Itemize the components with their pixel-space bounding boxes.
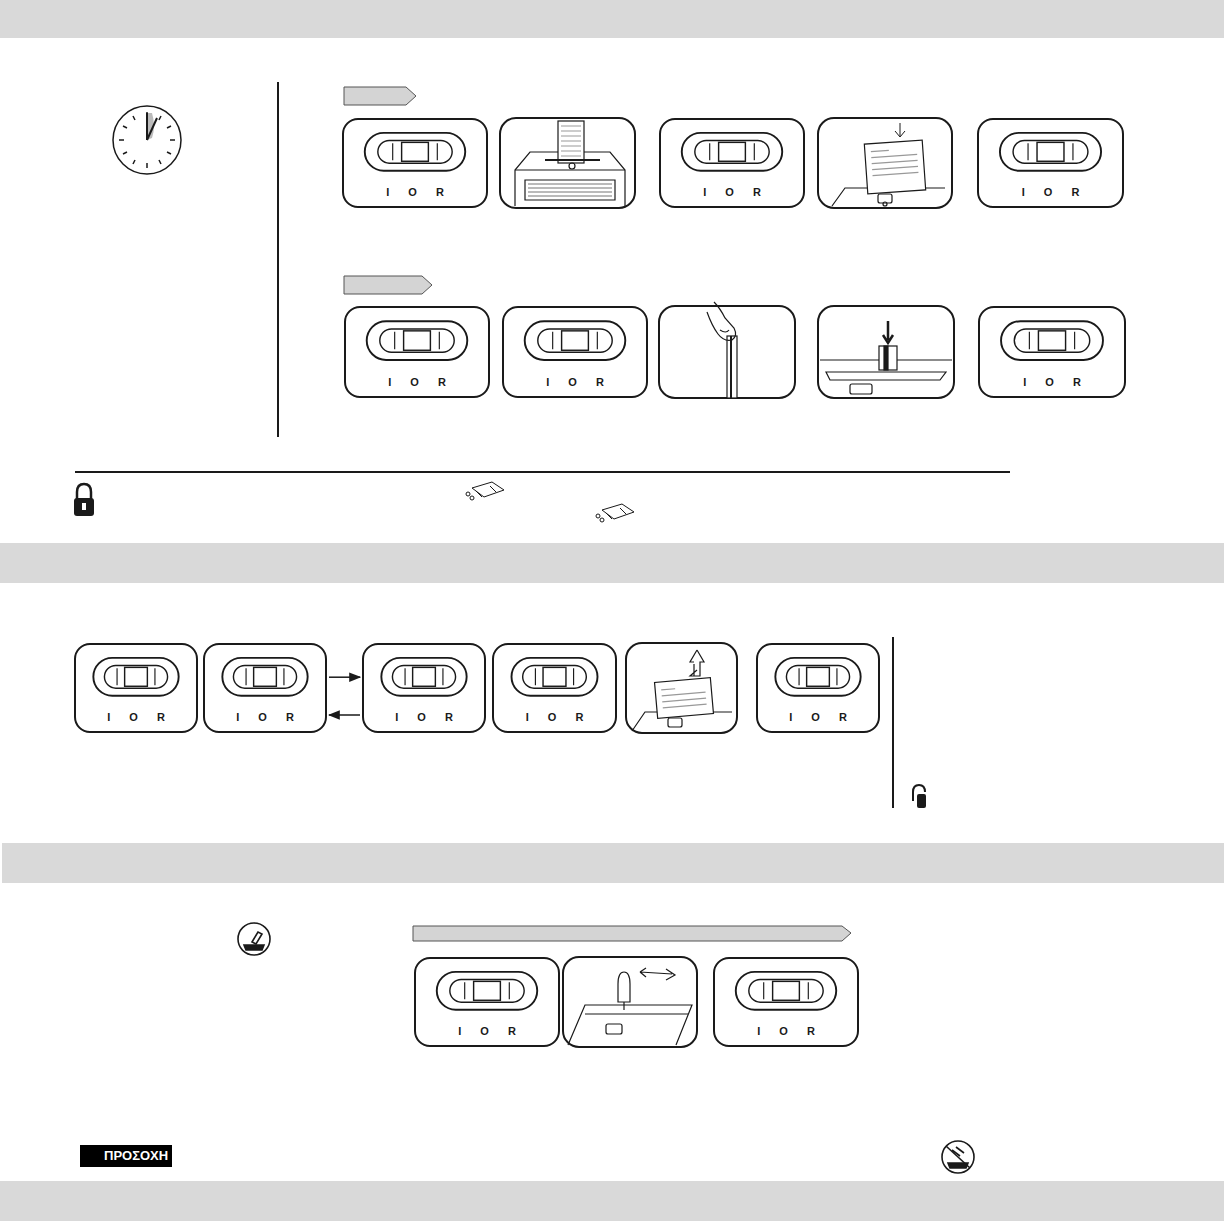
switch-label: I O R [980, 376, 1124, 388]
switch-box: I O R [659, 118, 805, 208]
switch-box: I O R [978, 306, 1126, 398]
divider [277, 82, 279, 437]
prohibit-icon [942, 1141, 974, 1173]
shredder-illustration [515, 121, 625, 206]
switch-box: I O R [344, 306, 490, 398]
switch-box: I O R [492, 643, 617, 733]
switch-label: I O R [758, 711, 878, 723]
switch-box: I O R [342, 118, 488, 208]
paper-feed-illustration [832, 123, 945, 206]
clock-icon [113, 106, 181, 174]
switch-box: I O R [362, 643, 486, 733]
switch-label: I O R [504, 376, 646, 388]
picture-panel [500, 118, 954, 1047]
switch-label: I O R [979, 186, 1122, 198]
switch-label: I O R [205, 711, 325, 723]
paper-remove-illustration [632, 650, 732, 731]
switch-label: I O R [416, 1025, 558, 1037]
hand-card-illustration [707, 302, 737, 398]
step-tab [344, 87, 851, 941]
switch-box: I O R [203, 643, 327, 733]
switch-label: I O R [661, 186, 803, 198]
oil-illustration [568, 968, 692, 1045]
switch-label: I O R [346, 376, 488, 388]
switch-label: I O R [494, 711, 615, 723]
switch-box: I O R [713, 957, 859, 1047]
warning-label: ΠΡΟΣΟΧΗ [80, 1145, 172, 1167]
rule-line [75, 471, 1010, 473]
card-slot-illustration [820, 321, 952, 394]
switch-box: I O R [756, 643, 880, 733]
switch-label: I O R [715, 1025, 857, 1037]
arrow-connector [329, 676, 360, 678]
switch-box: I O R [977, 118, 1124, 208]
oil-icon [238, 923, 270, 955]
switch-box: I O R [502, 306, 648, 398]
switch-icon [466, 482, 634, 522]
switch-label: I O R [344, 186, 486, 198]
lock-icon [74, 484, 94, 516]
arrow-connector [329, 714, 360, 716]
switch-box: I O R [414, 957, 560, 1047]
switch-label: I O R [76, 711, 196, 723]
divider [892, 637, 894, 808]
switch-label: I O R [364, 711, 484, 723]
unlock-icon [913, 785, 926, 808]
switch-box: I O R [74, 643, 198, 733]
